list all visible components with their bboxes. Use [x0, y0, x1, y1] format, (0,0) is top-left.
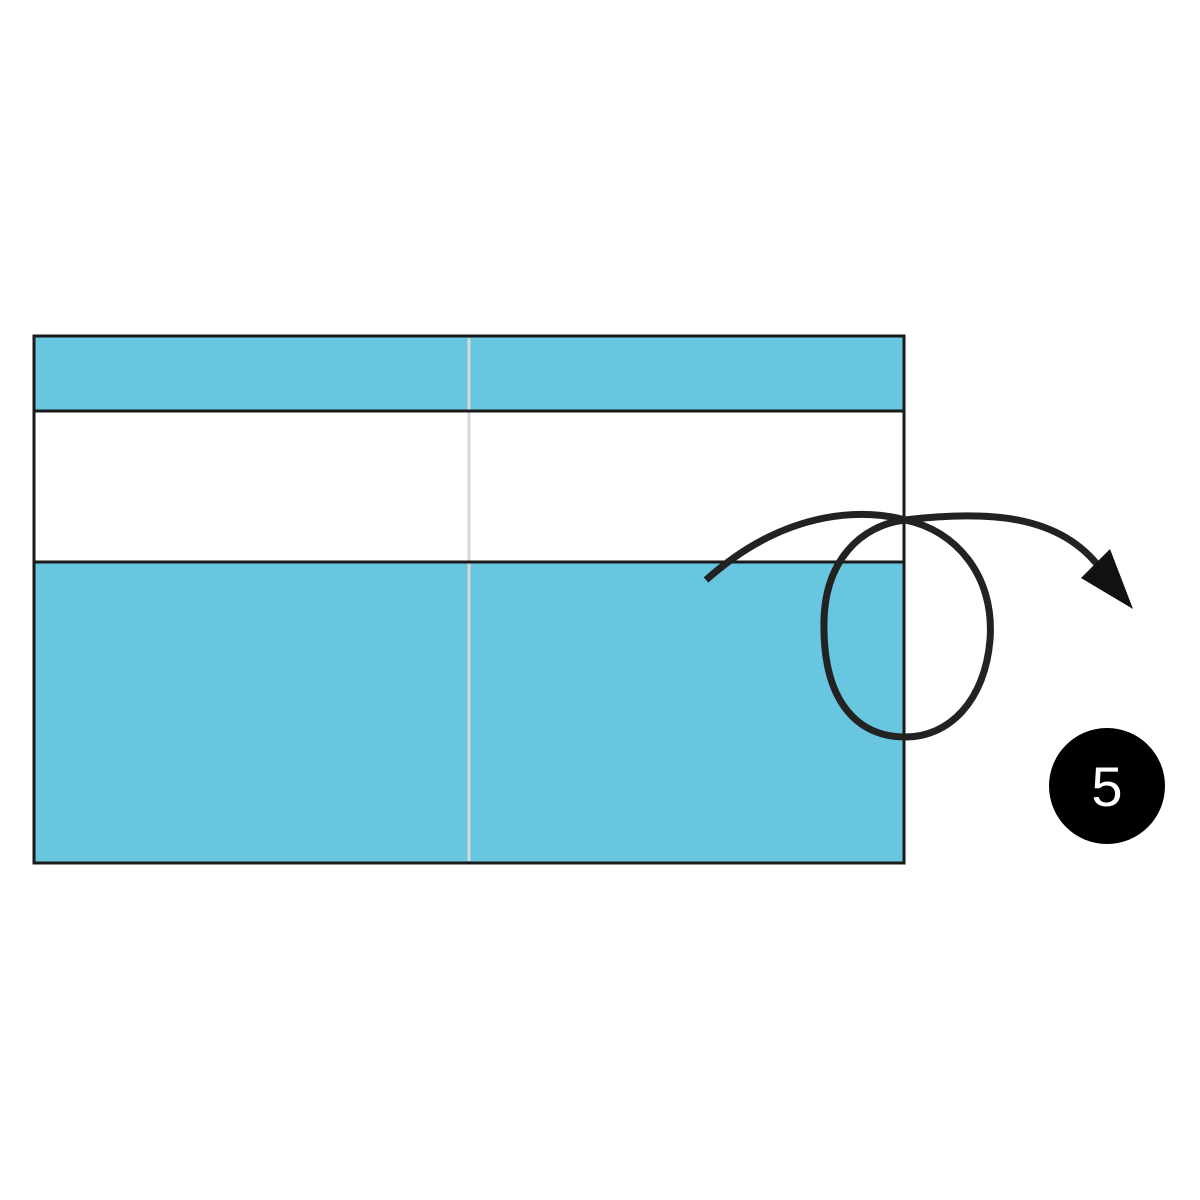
- turn-over-arrow-icon: [703, 510, 1133, 741]
- paper-outline: [32, 334, 906, 865]
- arrow-path: [703, 510, 1103, 741]
- arrow-head: [1081, 549, 1133, 609]
- step-number: 5: [1091, 755, 1122, 818]
- step-badge: 5: [1049, 728, 1165, 844]
- step-badge-circle: [1049, 728, 1165, 844]
